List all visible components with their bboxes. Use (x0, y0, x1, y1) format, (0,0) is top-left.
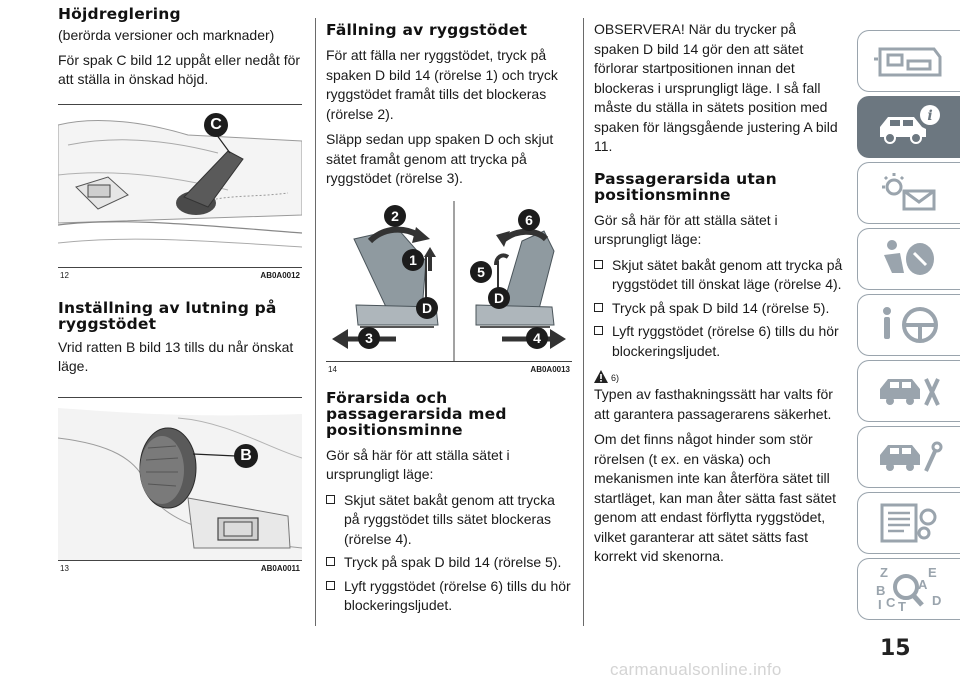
column-3: OBSERVERA! När du trycker på spaken D bi… (594, 0, 844, 567)
page-number: 15 (880, 636, 911, 661)
index-letter: A (918, 577, 928, 592)
tab-index[interactable]: Z E A B C D I T (857, 558, 960, 620)
warning-ref: 6) (611, 373, 620, 383)
figure-14-label-1: 1 (402, 248, 424, 271)
passenger-step-1: Skjut sätet bakåt genom att trycka på ry… (594, 256, 844, 295)
checkbox-bullet-icon (326, 494, 335, 504)
column-1: Höjdreglering (berörda versioner och mar… (57, 0, 303, 573)
figure-12-label-c: C (204, 112, 228, 137)
magnifier-icon (893, 574, 924, 607)
figure-13-label-b: B (234, 443, 258, 468)
tab-warning-lights[interactable] (857, 162, 960, 224)
checkbox-bullet-icon (594, 326, 603, 335)
heading-forarsida: Förarsida och passagerarsida med positio… (326, 388, 507, 439)
obstacle-note: Om det finns något hinder som stör rörel… (594, 431, 837, 564)
seat-height-lever-illustration (57, 119, 303, 247)
recline-knob-illustration (57, 407, 303, 560)
figure-12-number: 12 (60, 270, 69, 280)
tab-emergency[interactable] (857, 360, 960, 422)
heading-passagerarsida: Passagerarsida utan positionsminne (594, 169, 777, 204)
figure-14: 2 1 D 3 6 5 D 4 14 AB0A0013 (326, 200, 572, 374)
warning-lights-icon (882, 173, 936, 211)
figure-12-caption: 12 AB0A0012 (60, 271, 300, 280)
safety-note: Typen av fasthakningssätt har valts för … (594, 386, 833, 422)
figure-14-caption: 14 AB0A0013 (328, 365, 570, 374)
index-letter: Z (880, 565, 888, 580)
figure-14-label-d-right: D (488, 286, 510, 309)
heading-hojdreglering: Höjdreglering (58, 5, 181, 23)
warning-ref-row: 6) (594, 367, 844, 383)
figure-12-code: AB0A0012 (260, 270, 300, 280)
figure-13-number: 13 (60, 563, 69, 573)
index-letter: T (898, 599, 906, 614)
svg-text:i: i (927, 108, 932, 124)
index-letter: D (932, 593, 942, 608)
passenger-intro: Gör så här för att ställa sätet i urspru… (594, 211, 778, 248)
figure-14-code: AB0A0013 (530, 364, 570, 374)
fold-instruction: För att fälla ner ryggstödet, tryck på s… (326, 47, 558, 122)
index-letter: E (928, 565, 937, 580)
recline-instruction: Vrid ratten B bild 13 tills du når önska… (58, 338, 294, 375)
figure-14-label-6: 6 (518, 208, 540, 231)
index-letter: B (876, 583, 886, 598)
watermark: carmanualsonline.info (610, 660, 782, 679)
car-info-icon: i (880, 105, 940, 144)
starting-driving-icon (883, 307, 938, 343)
maintenance-icon (880, 441, 943, 472)
memory-intro: Gör så här för att ställa sätet i urspru… (326, 446, 510, 483)
height-instruction: För spak C bild 12 uppåt eller nedåt för… (58, 51, 301, 88)
slide-instruction: Släpp sedan upp spaken D och skjut sätet… (326, 131, 554, 186)
checkbox-bullet-icon (326, 580, 335, 590)
tab-technical-data[interactable] (857, 492, 960, 554)
index-letter: C (886, 595, 896, 610)
figure-14-label-5: 5 (470, 260, 492, 283)
versions-note: (berörda versioner och marknader) (58, 27, 275, 43)
figure-13-caption: 13 AB0A0011 (60, 564, 300, 573)
column-divider-2 (583, 18, 584, 626)
figure-14-number: 14 (328, 364, 337, 374)
heading-lutning: Inställning av lutning på ryggstödet (58, 298, 277, 333)
safety-airbag-icon (884, 240, 934, 275)
memory-step-3: Lyft ryggstödet (rörelse 6) tills du hör… (326, 577, 572, 616)
index-letters-icon: Z E A B C D I T (870, 563, 950, 615)
column-2: Fällning av ryggstödet För att fälla ner… (326, 0, 572, 616)
warning-triangle-icon (594, 370, 608, 383)
tab-maintenance[interactable] (857, 426, 960, 488)
figure-14-label-d-left: D (416, 296, 438, 319)
figure-14-label-4: 4 (526, 326, 548, 349)
passenger-step-2: Tryck på spak D bild 14 (rörelse 5). (594, 299, 844, 319)
index-letter: I (878, 597, 882, 612)
checkbox-bullet-icon (326, 557, 335, 566)
column-divider-1 (315, 18, 316, 626)
tab-car-info[interactable]: i (857, 96, 960, 158)
checkbox-bullet-icon (594, 259, 603, 269)
heading-fallning: Fällning av ryggstödet (326, 21, 528, 39)
tab-safety[interactable] (857, 228, 960, 290)
emergency-car-icon (880, 378, 940, 406)
observera-note: OBSERVERA! När du trycker på spaken D bi… (594, 21, 838, 154)
memory-step-1: Skjut sätet bakåt genom att trycka på ry… (326, 491, 572, 550)
memory-step-2: Tryck på spak D bild 14 (rörelse 5). (326, 553, 572, 573)
checkbox-bullet-icon (594, 302, 603, 312)
dashboard-car-icon (874, 47, 942, 77)
tab-starting-driving[interactable] (857, 294, 960, 356)
figure-13-code: AB0A0011 (260, 563, 300, 573)
passenger-step-3: Lyft ryggstödet (rörelse 6) tills du hör… (594, 322, 844, 361)
figure-13: B 13 AB0A0011 (57, 396, 303, 573)
figure-12: C 12 AB0A0012 (57, 103, 303, 280)
figure-14-label-3: 3 (358, 326, 380, 349)
technical-data-icon (880, 503, 937, 543)
figure-14-label-2: 2 (384, 204, 406, 227)
tab-dashboard[interactable] (857, 30, 960, 92)
